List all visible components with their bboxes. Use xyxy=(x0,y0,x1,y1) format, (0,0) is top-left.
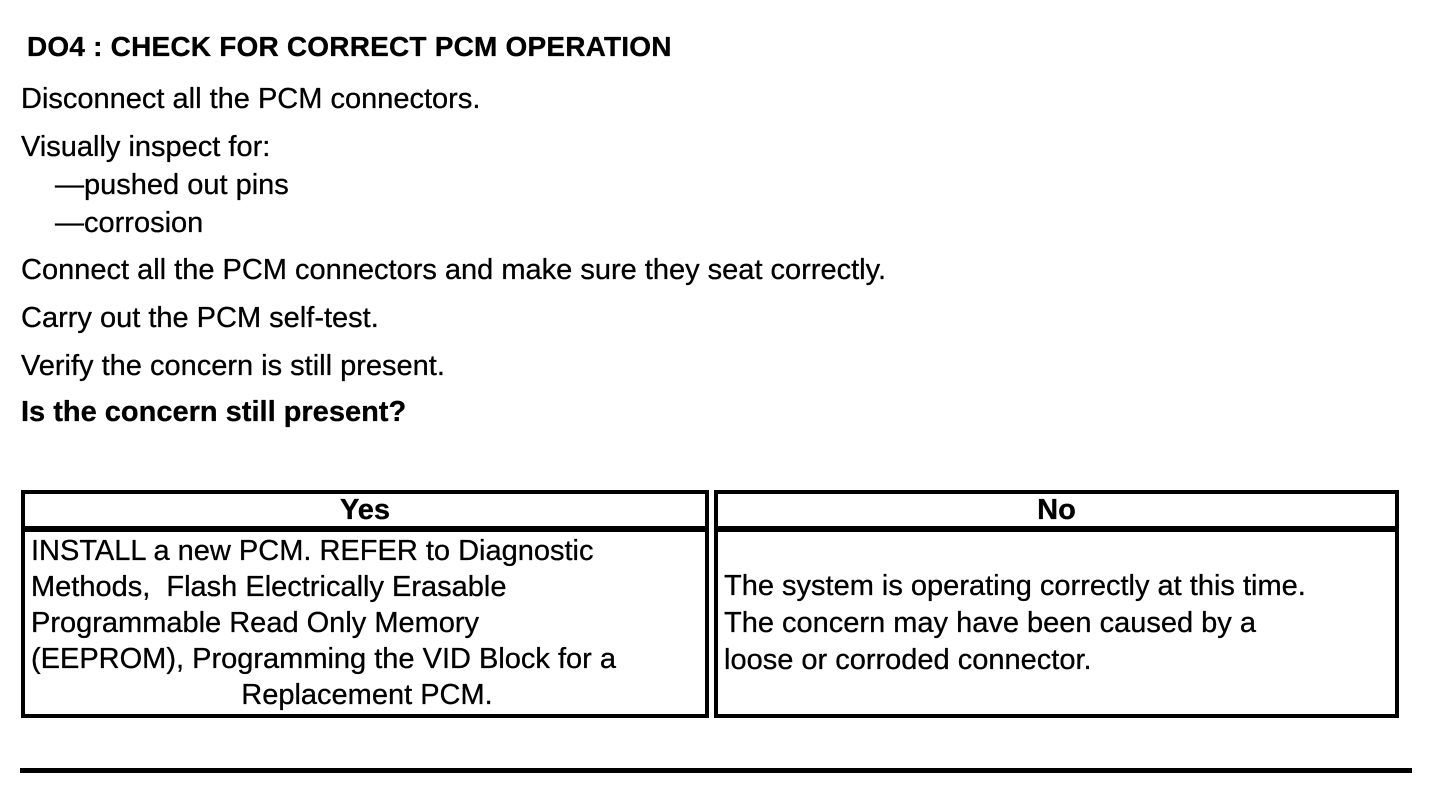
yes-action-line: Replacement PCM. xyxy=(241,679,493,711)
yes-action-line: INSTALL a new PCM. REFER to Diagnostic xyxy=(31,535,594,567)
yes-column-header: Yes xyxy=(21,490,709,529)
yes-no-result-table: Yes INSTALL a new PCM. REFER to Diagnost… xyxy=(21,490,1399,718)
step-carry-out-self-test: Carry out the PCM self-test. xyxy=(21,302,379,334)
step-connect-connectors: Connect all the PCM connectors and make … xyxy=(21,254,887,286)
procedure-heading: DO4 : CHECK FOR CORRECT PCM OPERATION xyxy=(27,31,672,62)
yes-action-line: Programmable Read Only Memory xyxy=(31,607,480,639)
question-text: Is the concern still present? xyxy=(21,396,407,428)
yes-action-cell: INSTALL a new PCM. REFER to Diagnostic M… xyxy=(21,529,709,718)
step-disconnect-connectors: Disconnect all the PCM connectors. xyxy=(21,83,481,115)
no-column-header: No xyxy=(714,490,1399,529)
yes-action-line: Methods, Flash Electrically Erasable xyxy=(31,571,507,603)
no-action-line: loose or corroded connector. xyxy=(724,643,1092,676)
yes-action-line: (EEPROM), Programming the VID Block for … xyxy=(31,643,616,675)
horizontal-rule xyxy=(20,768,1412,773)
step-visually-inspect: Visually inspect for: xyxy=(21,131,271,163)
no-action-line: The system is operating correctly at thi… xyxy=(724,569,1306,602)
no-action-cell: The system is operating correctly at thi… xyxy=(714,529,1399,718)
no-column: No The system is operating correctly at … xyxy=(714,490,1399,718)
inspect-item-pushed-pins: —pushed out pins xyxy=(55,169,289,201)
yes-column: Yes INSTALL a new PCM. REFER to Diagnost… xyxy=(21,490,709,718)
step-verify-concern: Verify the concern is still present. xyxy=(21,350,445,382)
no-action-line: The concern may have been caused by a xyxy=(724,606,1256,639)
inspect-item-corrosion: —corrosion xyxy=(55,207,204,239)
